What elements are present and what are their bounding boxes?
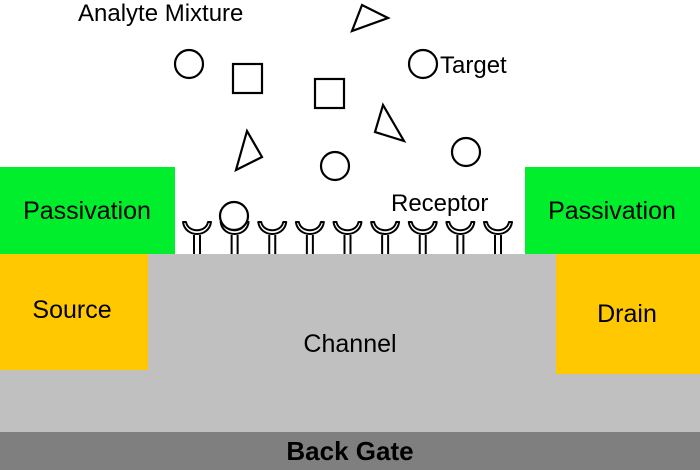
- bound-target-circle: [218, 200, 250, 232]
- receptor: [445, 221, 476, 254]
- analyte-circle: [173, 48, 205, 80]
- analyte-triangle: [234, 128, 264, 173]
- receptor: [332, 221, 363, 254]
- receptor: [407, 221, 438, 254]
- passivation-left-label: Passivation: [23, 197, 151, 225]
- analyte-mixture-label: Analyte Mixture: [78, 0, 243, 27]
- back-gate-label: Back Gate: [286, 436, 413, 466]
- channel-label: Channel: [303, 330, 396, 358]
- passivation-right: [525, 167, 700, 254]
- analyte-triangle: [373, 102, 407, 143]
- receptor: [294, 221, 325, 254]
- back-gate-layer: [0, 432, 700, 470]
- analyte-square: [231, 62, 264, 95]
- analyte-square: [313, 77, 346, 110]
- receptor: [182, 221, 212, 254]
- source-electrode: [0, 254, 148, 370]
- receptor: [370, 221, 401, 254]
- receptor-array: [182, 221, 513, 254]
- target-circle: [407, 48, 439, 80]
- analyte-circle: [450, 136, 482, 168]
- source-label: Source: [32, 296, 111, 324]
- channel-layer: [0, 254, 700, 432]
- receptor: [483, 221, 513, 254]
- passivation-left: [0, 167, 175, 254]
- drain-electrode: [556, 254, 700, 374]
- drain-label: Drain: [597, 300, 657, 328]
- receptor-label: Receptor: [391, 190, 488, 217]
- analyte-triangle: [350, 3, 391, 33]
- analyte-circle: [319, 150, 351, 182]
- target-label: Target: [440, 52, 507, 79]
- passivation-right-label: Passivation: [548, 197, 676, 225]
- receptor: [257, 221, 288, 254]
